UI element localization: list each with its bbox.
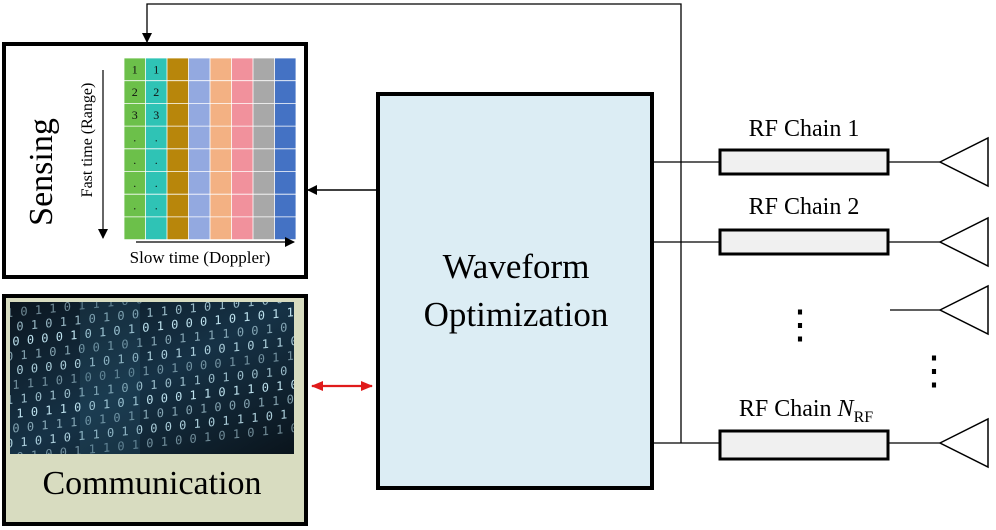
rf-chain-1: RF Chain 1 [652, 116, 989, 188]
rf-chain-1-label: RF Chain 1 [749, 116, 860, 142]
sensing-cell-label: . [155, 130, 158, 144]
rf-chain-n-label-sub: RF [854, 409, 874, 426]
rf-chain-2-box [718, 228, 890, 256]
rf-chain-n: RF Chain NRF [652, 396, 989, 469]
sensing-cell-label: 1 [132, 62, 138, 76]
sensing-cell-label: 3 [153, 108, 159, 122]
sensing-panel: Sensing Fast time (Range) 1 1 2 2 3 3........… [2, 42, 308, 279]
sensing-grid: 1 1 2 2 3 3........ [123, 57, 297, 241]
slow-time-label: Slow time (Doppler) [130, 248, 271, 267]
rf-chain-n-label: RF Chain NRF [739, 396, 873, 426]
waveform-label-line1: Waveform [443, 247, 590, 286]
waveform-label-line2: Optimization [424, 295, 609, 334]
waveform-block: Waveform Optimization [376, 92, 654, 490]
rf-chain-n-box [718, 429, 890, 461]
sensing-cell-label: 2 [153, 85, 159, 99]
sensing-cell-label: 1 [153, 62, 159, 76]
sensing-cell-label: . [133, 130, 136, 144]
sensing-cell-label: . [155, 153, 158, 167]
sensing-cell-label: . [155, 176, 158, 190]
antenna-3-group [890, 284, 989, 336]
communication-title: Communication [42, 465, 261, 502]
rf-chain-n-label-n: N [837, 396, 856, 422]
binary-rows: 1 0 1 1 0 1 1 1 0 0 0 1 1 0 1 0 0 1 0 10… [10, 302, 294, 454]
sensing-cell-label: . [133, 153, 136, 167]
waveform-box [376, 92, 654, 490]
rf-chain-ellipsis: ⋮ [780, 302, 820, 347]
rf-chain-2: RF Chain 2 [652, 194, 989, 268]
sensing-title: Sensing [23, 118, 60, 226]
sensing-cell-label: . [133, 199, 136, 213]
antenna-n-icon [938, 417, 989, 469]
antenna-3-icon [938, 284, 989, 336]
binary-image-background [10, 302, 294, 454]
antenna-1-icon [938, 136, 989, 188]
feedback-line [142, 3, 682, 443]
communication-panel: 1 0 1 1 0 1 1 1 0 0 0 1 1 0 1 0 0 1 0 10… [2, 294, 308, 526]
sensing-cell-label: . [133, 176, 136, 190]
rf-chain-2-label: RF Chain 2 [749, 194, 860, 220]
binary-light-streak [80, 302, 140, 454]
fast-time-label: Fast time (Range) [79, 83, 96, 198]
antenna-2-icon [938, 216, 989, 268]
sensing-cell-label: 3 [132, 108, 138, 122]
sensing-cell-label: . [155, 199, 158, 213]
sensing-cell-label: 2 [132, 85, 138, 99]
rf-chain-1-box [718, 148, 890, 176]
antenna-ellipsis: ⋮ [914, 348, 954, 393]
binary-image: 1 0 1 1 0 1 1 1 0 0 0 1 1 0 1 0 0 1 0 10… [10, 302, 294, 454]
rf-chain-n-label-text: RF Chain [739, 396, 838, 422]
